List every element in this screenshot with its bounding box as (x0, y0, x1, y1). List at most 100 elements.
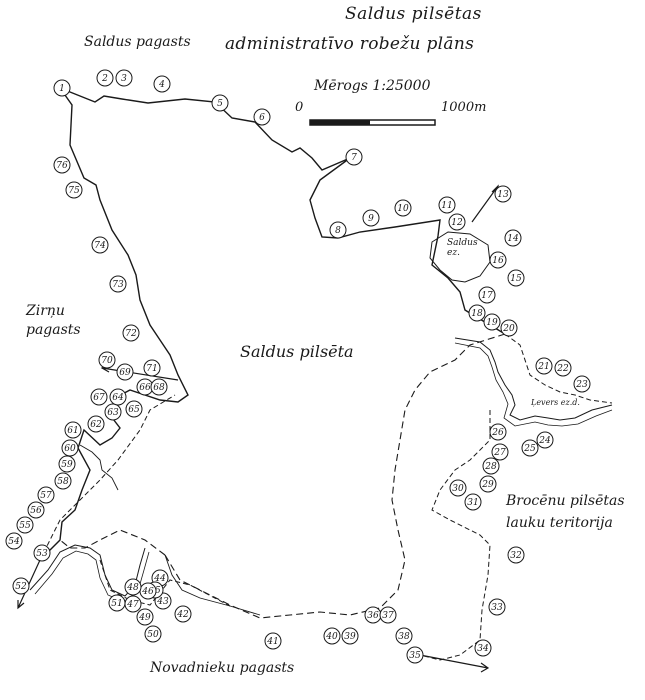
saldus-lake (429, 231, 491, 283)
boundary-point-circle (482, 457, 500, 475)
city-boundary-southwest-dashed (59, 529, 166, 556)
boundary-point-circle (143, 359, 161, 377)
boundary-point-number: 69 (119, 368, 131, 378)
boundary-point-21: 21 (535, 357, 553, 375)
boundary-point-53: 53 (33, 544, 51, 562)
boundary-point-circle (362, 209, 380, 227)
boundary-point-circle (98, 351, 116, 369)
boundary-point-circle (153, 75, 171, 93)
boundary-point-circle (494, 185, 512, 203)
boundary-point-circle (144, 625, 162, 643)
boundary-point-52: 52 (12, 577, 30, 595)
boundary-point-41: 41 (264, 632, 282, 650)
boundary-point-number: 51 (111, 599, 122, 609)
boundary-point-circle (406, 646, 424, 664)
boundary-point-circle (489, 251, 507, 269)
boundary-point-2: 2 (96, 69, 114, 87)
boundary-point-circle (554, 359, 572, 377)
neighbor-right-label: Brocēnu pilsētas lauku teritorija (506, 493, 625, 531)
boundary-point-73: 73 (109, 275, 127, 293)
boundary-point-number: 27 (493, 448, 506, 458)
boundary-point-number: 22 (556, 364, 569, 374)
boundary-point-64: 64 (109, 388, 127, 406)
boundary-point-number: 39 (344, 632, 356, 642)
boundary-point-number: 65 (128, 405, 140, 415)
map-title-line2: administratīvo robežu plāns (225, 34, 475, 54)
boundary-point-59: 59 (58, 455, 76, 473)
boundary-point-25: 25 (521, 439, 539, 457)
boundary-point-number: 64 (112, 393, 124, 403)
boundary-point-75: 75 (65, 181, 83, 199)
boundary-point-67: 67 (90, 388, 108, 406)
boundary-point-number: 11 (441, 201, 452, 211)
boundary-point-number: 2 (101, 74, 108, 84)
scale-label: Mērogs 1:25000 (314, 78, 431, 94)
boundary-point-circle (12, 577, 30, 595)
scale-end-label: 1000m (441, 100, 487, 115)
boundary-point-circle (109, 388, 127, 406)
boundary-point-number: 67 (93, 393, 105, 403)
boundary-point-42: 42 (174, 605, 192, 623)
boundary-point-circle (54, 472, 72, 490)
boundary-point-12: 12 (448, 213, 466, 231)
scale-bar (309, 119, 436, 126)
boundary-point-number: 32 (510, 551, 522, 561)
city-name-label: Saldus pilsēta (240, 342, 354, 361)
boundary-point-22: 22 (554, 359, 572, 377)
boundary-point-number: 18 (471, 309, 483, 319)
boundary-point-number: 48 (126, 583, 139, 593)
boundary-point-circle (491, 443, 509, 461)
boundary-point-number: 8 (335, 226, 341, 236)
boundary-point-circle (395, 627, 413, 645)
boundary-point-13: 13 (494, 185, 512, 203)
boundary-point-number: 31 (467, 498, 478, 508)
boundary-point-3: 3 (115, 69, 133, 87)
boundary-point-48: 48 (124, 578, 142, 596)
boundary-point-number: 16 (492, 256, 504, 266)
boundary-point-29: 29 (479, 475, 497, 493)
boundary-point-68: 68 (150, 378, 168, 396)
boundary-point-number: 34 (477, 644, 489, 654)
boundary-point-54: 54 (5, 532, 23, 550)
boundary-point-circle (125, 400, 143, 418)
river-east-bank (454, 342, 613, 427)
boundary-point-74: 74 (91, 236, 109, 254)
scale-start-label: 0 (295, 100, 304, 115)
boundary-point-number: 55 (19, 521, 31, 531)
boundary-point-circle (136, 608, 154, 626)
boundary-point-circle (507, 269, 525, 287)
neighbor-left-label: Zirņu pagasts (26, 303, 81, 338)
boundary-point-number: 75 (68, 186, 80, 196)
boundary-point-number: 76 (56, 161, 68, 171)
city-boundary-east-dashed (164, 333, 506, 619)
boundary-point-number: 40 (325, 632, 338, 642)
boundary-point-number: 29 (481, 480, 494, 490)
road-arrow-ne (471, 184, 499, 223)
boundary-point-circle (53, 79, 71, 97)
boundary-point-number: 33 (491, 603, 503, 613)
lake-label: Saldus ez. (447, 238, 478, 258)
boundary-point-17: 17 (478, 286, 496, 304)
neighbor-bottom-label: Novadnieku pagasts (150, 660, 295, 676)
boundary-point-circle (573, 375, 591, 393)
boundary-point-circle (174, 605, 192, 623)
boundary-point-number: 23 (575, 380, 588, 390)
boundary-point-circle (124, 578, 142, 596)
boundary-point-circle (5, 532, 23, 550)
boundary-point-number: 46 (141, 587, 154, 597)
neighbor-top-label: Saldus pagasts (84, 34, 191, 50)
boundary-point-circle (64, 421, 82, 439)
boundary-point-number: 41 (266, 637, 278, 647)
boundary-point-number: 25 (523, 444, 536, 454)
boundary-point-38: 38 (395, 627, 413, 645)
boundary-point-circle (116, 363, 134, 381)
boundary-point-36: 36 (364, 606, 382, 624)
boundary-point-61: 61 (64, 421, 82, 439)
boundary-point-circle (479, 475, 497, 493)
boundary-point-46: 46 (139, 582, 157, 600)
boundary-point-24: 24 (536, 431, 554, 449)
boundary-point-11: 11 (438, 196, 456, 214)
boundary-point-circle (449, 479, 467, 497)
boundary-point-number: 19 (486, 318, 498, 328)
